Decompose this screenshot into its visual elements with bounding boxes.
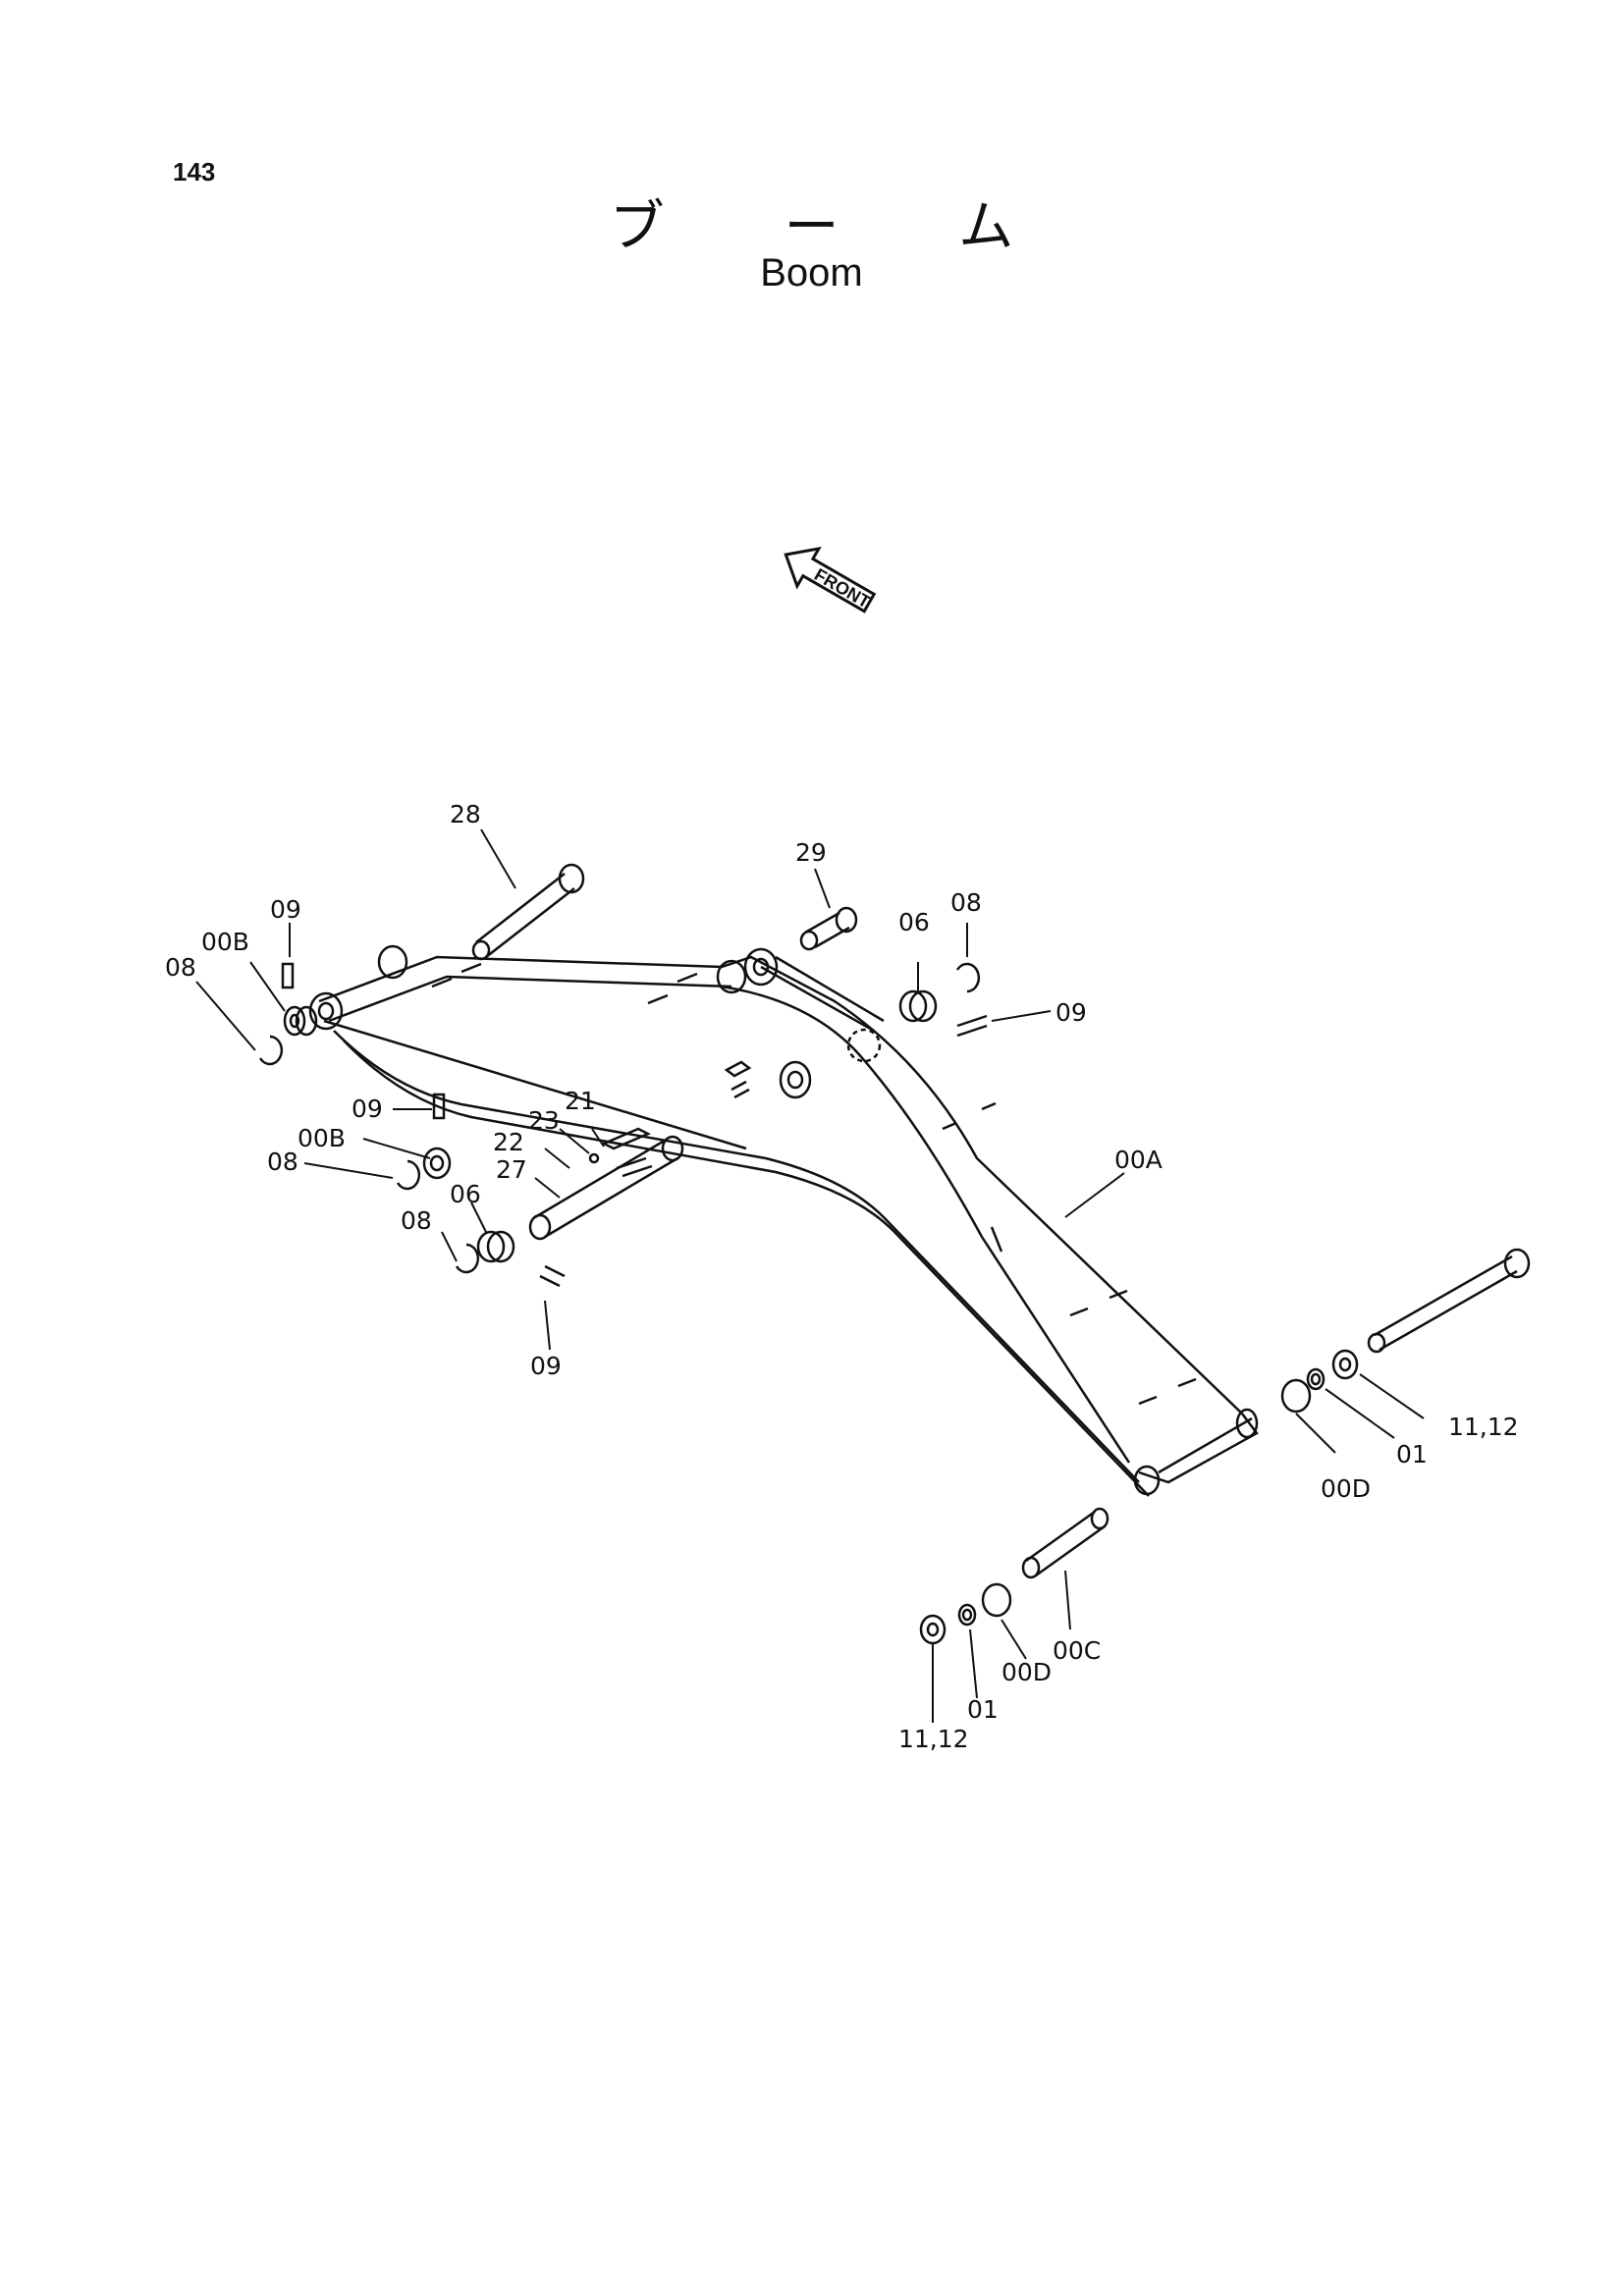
callout-00C: 00C — [1053, 1636, 1101, 1665]
callout-11-12: 11,12 — [898, 1725, 969, 1753]
callout-00B: 00B — [298, 1124, 346, 1152]
callout-09: 09 — [352, 1095, 383, 1123]
callout-27: 27 — [496, 1155, 527, 1184]
callout-labels: 28 29 09 00B 08 06 08 09 09 00B 08 21 23… — [165, 800, 1519, 1753]
callout-23: 23 — [528, 1106, 560, 1135]
leader-lines — [195, 828, 1425, 1723]
callout-00D: 00D — [1321, 1474, 1371, 1503]
pin-27 — [528, 1135, 684, 1241]
boom-body — [308, 944, 1259, 1497]
page-number: 143 — [173, 157, 216, 187]
page-title-japanese: ブ ー ム — [609, 195, 1065, 259]
callout-00D: 00D — [1001, 1658, 1052, 1686]
small-parts — [258, 962, 1359, 1645]
callout-00B: 00B — [201, 928, 249, 956]
callout-09: 09 — [270, 895, 301, 924]
callout-21: 21 — [565, 1087, 596, 1115]
callout-08: 08 — [401, 1206, 432, 1235]
pin-00C — [1021, 1507, 1109, 1579]
callout-08: 08 — [950, 888, 982, 917]
callout-01: 01 — [967, 1695, 999, 1724]
callout-09: 09 — [1055, 998, 1087, 1027]
callout-08: 08 — [165, 953, 196, 982]
front-arrow: FRONT — [784, 546, 877, 614]
callout-09: 09 — [530, 1352, 562, 1380]
rear-pin-right — [1367, 1248, 1531, 1354]
callout-22: 22 — [493, 1128, 524, 1156]
callout-28: 28 — [450, 800, 481, 828]
page-title-english: Boom — [760, 251, 863, 294]
callout-06: 06 — [898, 908, 930, 936]
pin-28 — [471, 863, 585, 961]
pin-29 — [799, 906, 858, 951]
callout-01: 01 — [1396, 1440, 1428, 1468]
callout-00A: 00A — [1114, 1146, 1163, 1174]
callout-29: 29 — [795, 838, 827, 867]
callout-11-12: 11,12 — [1448, 1413, 1519, 1441]
callout-08: 08 — [267, 1148, 298, 1176]
callout-06: 06 — [450, 1180, 481, 1208]
